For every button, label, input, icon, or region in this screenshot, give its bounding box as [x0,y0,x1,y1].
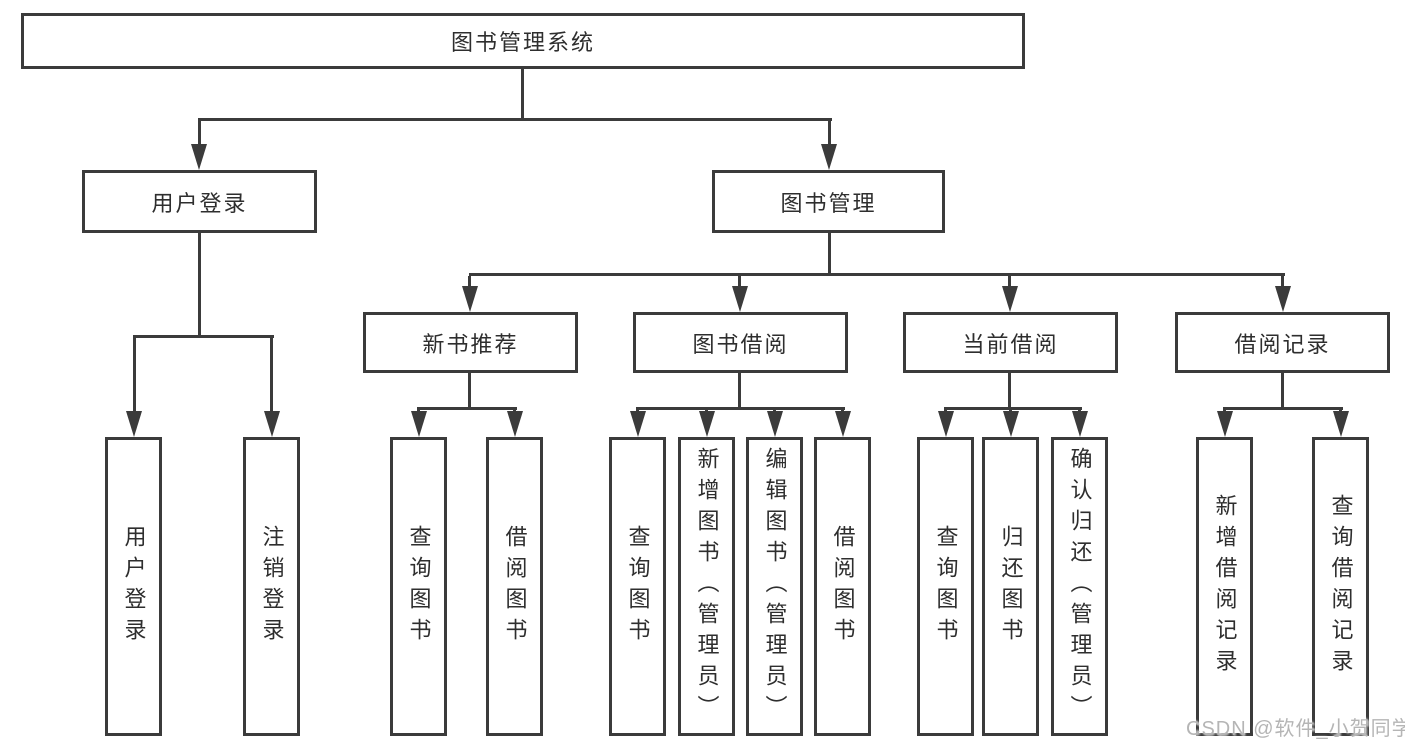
connector-line [469,273,1285,276]
leaf-user-login: 用户登录 [105,437,162,736]
arrow-down-icon [699,411,715,437]
arrow-down-icon [191,144,207,170]
arrow-down-icon [507,411,523,437]
arrow-down-icon [1217,411,1233,437]
connector-line [133,335,274,338]
arrow-down-icon [1275,286,1291,312]
leaf-label: 注销登录 [259,524,285,649]
connector-line [1281,373,1284,407]
connector-line [521,69,524,118]
leaf-query-books-borrow: 查询图书 [609,437,666,736]
connector-line [417,407,517,410]
connector-line [1008,373,1011,407]
connector-line [738,276,741,290]
arrow-down-icon [767,411,783,437]
arrow-down-icon [938,411,954,437]
node-user-login: 用户登录 [82,170,317,233]
leaf-label: 查询图书 [625,524,651,649]
leaf-label: 查询图书 [406,524,432,649]
arrow-down-icon [462,286,478,312]
node-label: 用户登录 [151,190,248,216]
node-label: 图书管理系统 [450,30,595,55]
leaf-add-book-admin: 新增图书（管理员） [678,437,735,736]
node-label: 新书推荐 [422,331,519,357]
leaf-label: 借阅图书 [502,524,528,649]
node-label: 借阅记录 [1234,331,1331,357]
leaf-add-borrow-record: 新增借阅记录 [1196,437,1253,736]
leaf-logout: 注销登录 [243,437,300,736]
connector-line [944,407,1082,410]
node-new-book-recommend: 新书推荐 [363,312,578,373]
arrow-down-icon [1072,411,1088,437]
node-label: 图书管理 [780,190,877,216]
arrow-down-icon [1003,411,1019,437]
connector-line [468,373,471,407]
leaf-edit-book-admin: 编辑图书（管理员） [746,437,803,736]
leaf-label: 借阅图书 [830,524,856,649]
leaf-label: 新增借阅记录 [1212,493,1238,680]
arrow-down-icon [1002,286,1018,312]
arrow-down-icon [126,411,142,437]
node-borrow-records: 借阅记录 [1175,312,1390,373]
connector-line [828,233,831,273]
connector-line [738,373,741,407]
leaf-borrow-books-recommend: 借阅图书 [486,437,543,736]
leaf-query-books-current: 查询图书 [917,437,974,736]
connector-line [828,121,831,147]
leaf-label: 查询图书 [933,524,959,649]
arrow-down-icon [264,411,280,437]
node-label: 图书借阅 [692,331,789,357]
leaf-label: 归还图书 [998,524,1024,649]
arrow-down-icon [821,144,837,170]
leaf-query-borrow-record: 查询借阅记录 [1312,437,1369,736]
arrow-down-icon [411,411,427,437]
watermark-text: CSDN @软件_小贺同学 [1186,718,1405,740]
leaf-label: 新增图书（管理员） [694,447,720,726]
leaf-label: 用户登录 [121,524,147,649]
connector-line [198,121,201,147]
leaf-label: 编辑图书（管理员） [762,447,788,726]
arrow-down-icon [732,286,748,312]
connector-line [133,338,136,412]
connector-line [468,276,471,290]
connector-line [198,118,832,121]
connector-line [1008,276,1011,290]
node-system-root: 图书管理系统 [21,13,1025,69]
node-current-borrow: 当前借阅 [903,312,1118,373]
leaf-borrow-books: 借阅图书 [814,437,871,736]
node-book-management: 图书管理 [712,170,945,233]
node-label: 当前借阅 [962,331,1059,357]
arrow-down-icon [1333,411,1349,437]
connector-line [1223,407,1343,410]
connector-line [1281,276,1284,290]
arrow-down-icon [630,411,646,437]
node-book-borrow: 图书借阅 [633,312,848,373]
connector-line [636,407,845,410]
connector-line [198,233,201,335]
leaf-confirm-return-admin: 确认归还（管理员） [1051,437,1108,736]
leaf-label: 确认归还（管理员） [1067,447,1093,726]
leaf-query-books-recommend: 查询图书 [390,437,447,736]
connector-line [270,338,273,412]
arrow-down-icon [835,411,851,437]
leaf-return-book: 归还图书 [982,437,1039,736]
leaf-label: 查询借阅记录 [1328,493,1354,680]
